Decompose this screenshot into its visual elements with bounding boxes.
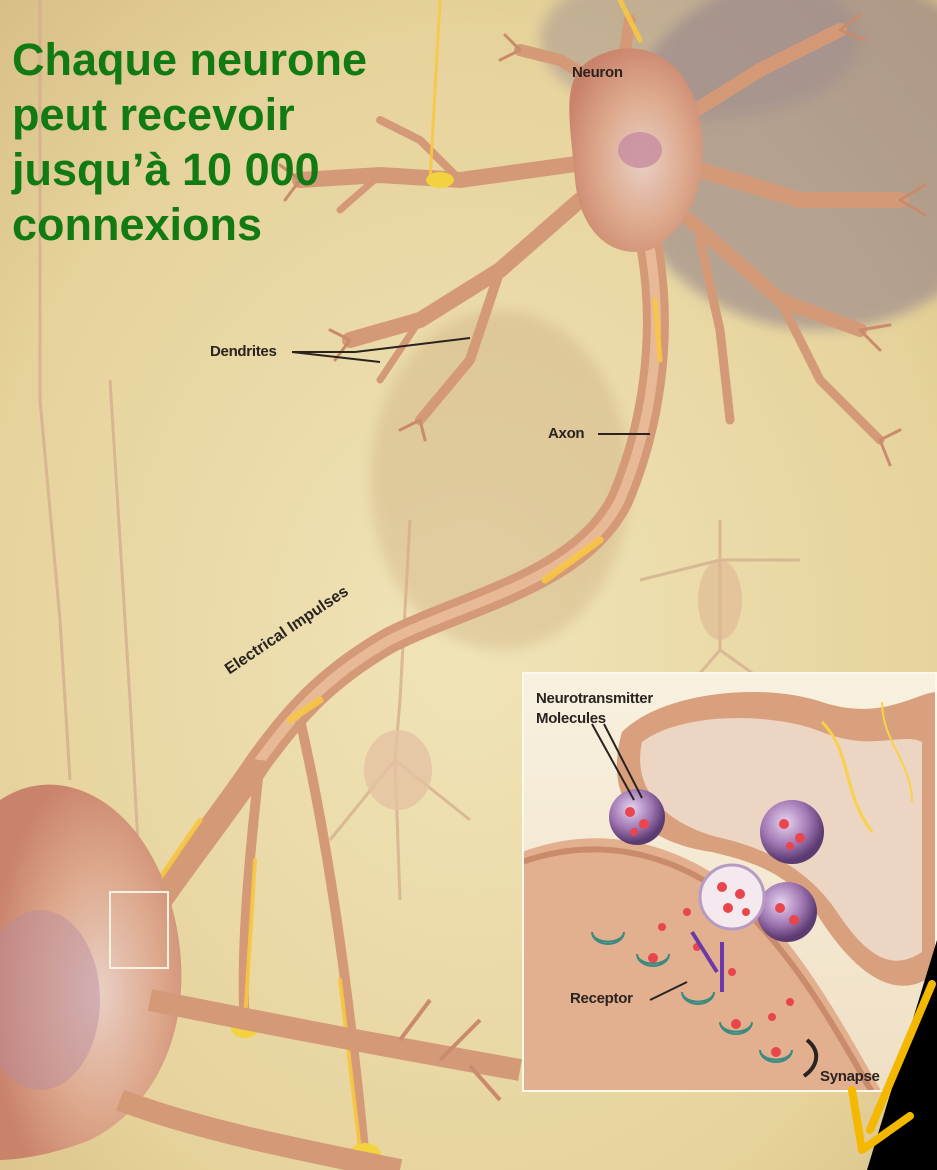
headline: Chaque neurone peut recevoir jusqu’à 10 … [12, 32, 452, 252]
synapse-highlight-box [109, 891, 169, 969]
label-receptor: Receptor [570, 990, 633, 1007]
label-axon: Axon [548, 425, 584, 442]
down-left-arrow-icon [840, 980, 937, 1170]
label-dendrites: Dendrites [210, 343, 277, 360]
label-neurotransmitter: Neurotransmitter [536, 690, 653, 707]
label-molecules: Molecules [536, 710, 606, 727]
label-neuron: Neuron [572, 64, 623, 81]
